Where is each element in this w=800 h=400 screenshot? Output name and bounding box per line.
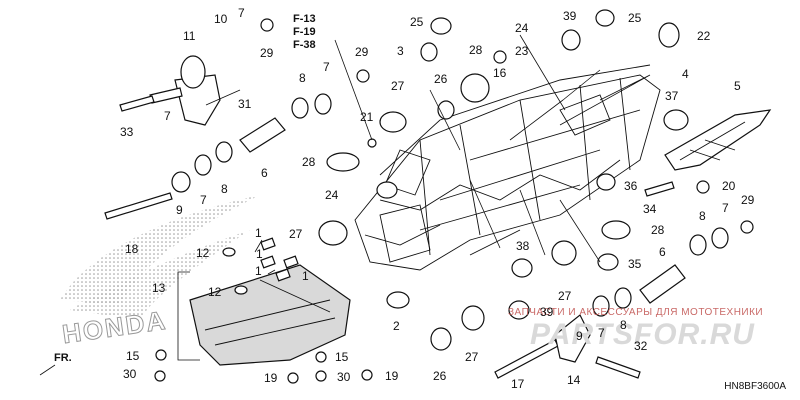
callout-29[interactable]: 29 (741, 193, 755, 207)
callout-6[interactable]: 6 (659, 245, 666, 259)
callout-1[interactable]: 1 (302, 269, 309, 283)
callout-24[interactable]: 24 (325, 188, 339, 202)
callout-7[interactable]: 7 (238, 6, 245, 20)
callout-26[interactable]: 26 (433, 369, 447, 383)
callout-1[interactable]: 1 (255, 264, 262, 278)
callout-7[interactable]: 7 (598, 326, 605, 340)
callout-35[interactable]: 35 (628, 257, 642, 271)
callout-33[interactable]: 33 (120, 125, 134, 139)
bracket-14 (554, 314, 591, 363)
callout-16[interactable]: 16 (493, 66, 507, 80)
callout-28[interactable]: 28 (302, 155, 316, 169)
callout-17[interactable]: 17 (511, 377, 525, 391)
callout-7[interactable]: 7 (722, 201, 729, 215)
reference-list: F-13 F-19 F-38 (293, 13, 316, 52)
callout-32[interactable]: 32 (634, 339, 648, 353)
callout-36[interactable]: 36 (624, 179, 638, 193)
callout-27[interactable]: 27 (558, 289, 572, 303)
callout-19[interactable]: 19 (385, 369, 399, 383)
callout-23[interactable]: 23 (515, 44, 529, 58)
callout-22[interactable]: 22 (697, 29, 711, 43)
callout-24[interactable]: 24 (515, 21, 529, 35)
callout-38[interactable]: 38 (516, 239, 530, 253)
callout-6[interactable]: 6 (261, 166, 268, 180)
callout-37[interactable]: 37 (665, 89, 679, 103)
site-watermark-logo: PARTSFOR.RU (530, 318, 755, 351)
skid-plate (189, 264, 351, 366)
callout-3[interactable]: 3 (397, 44, 404, 58)
callout-29[interactable]: 29 (260, 46, 274, 60)
callout-1[interactable]: 1 (255, 226, 262, 240)
callout-18[interactable]: 18 (125, 242, 139, 256)
callout-30[interactable]: 30 (123, 367, 137, 381)
callout-12[interactable]: 12 (208, 285, 222, 299)
callout-30[interactable]: 30 (337, 370, 351, 384)
callout-19[interactable]: 19 (264, 371, 278, 385)
callout-31[interactable]: 31 (238, 97, 252, 111)
honda-wing-watermark (60, 195, 260, 305)
callout-26[interactable]: 26 (434, 72, 448, 86)
bolt-34 (644, 181, 675, 197)
callout-8[interactable]: 8 (299, 71, 306, 85)
bolt-32 (595, 356, 641, 379)
callout-8[interactable]: 8 (221, 182, 228, 196)
callout-14[interactable]: 14 (567, 373, 581, 387)
callout-21[interactable]: 21 (360, 110, 374, 124)
callout-4[interactable]: 4 (682, 67, 689, 81)
callout-1[interactable]: 1 (256, 247, 263, 261)
callout-39[interactable]: 39 (563, 9, 577, 23)
callout-7[interactable]: 7 (200, 193, 207, 207)
callout-28[interactable]: 28 (651, 223, 665, 237)
callout-5[interactable]: 5 (734, 79, 741, 93)
callout-20[interactable]: 20 (722, 179, 736, 193)
site-watermark-tagline: ЗАПЧАСТИ И АКСЕССУАРЫ ДЛЯ МОТОТЕХНИКИ (508, 307, 764, 318)
drawing-code: HN8BF3600A (724, 381, 786, 392)
callout-13[interactable]: 13 (152, 281, 166, 295)
callout-7[interactable]: 7 (164, 109, 171, 123)
callout-7[interactable]: 7 (323, 60, 330, 74)
reference-f38[interactable]: F-38 (293, 39, 316, 51)
callout-27[interactable]: 27 (465, 350, 479, 364)
callout-9[interactable]: 9 (576, 329, 583, 343)
engine-mount-bracket (174, 74, 221, 126)
callout-15[interactable]: 15 (126, 349, 140, 363)
main-frame (354, 64, 661, 271)
right-shaft (592, 227, 729, 317)
callout-25[interactable]: 25 (628, 11, 642, 25)
callout-27[interactable]: 27 (391, 79, 405, 93)
callout-8[interactable]: 8 (620, 318, 627, 332)
callout-29[interactable]: 29 (355, 45, 369, 59)
bolt-33 (119, 95, 155, 112)
callout-8[interactable]: 8 (699, 209, 706, 223)
callout-28[interactable]: 28 (469, 43, 483, 57)
callout-2[interactable]: 2 (393, 319, 400, 333)
reference-f19[interactable]: F-19 (293, 26, 316, 38)
callout-25[interactable]: 25 (410, 15, 424, 29)
rear-bracket (664, 109, 772, 171)
callout-12[interactable]: 12 (196, 246, 210, 260)
callout-27[interactable]: 27 (289, 227, 303, 241)
callout-15[interactable]: 15 (335, 350, 349, 364)
reference-f13[interactable]: F-13 (293, 13, 316, 25)
bolt-18 (104, 192, 173, 220)
front-direction-label: FR. (54, 352, 72, 364)
callout-11[interactable]: 11 (183, 29, 196, 43)
left-shaft (171, 93, 332, 193)
callout-9[interactable]: 9 (176, 203, 183, 217)
callout-34[interactable]: 34 (643, 202, 657, 216)
callout-39[interactable]: 39 (540, 305, 554, 319)
callout-10[interactable]: 10 (214, 12, 228, 26)
